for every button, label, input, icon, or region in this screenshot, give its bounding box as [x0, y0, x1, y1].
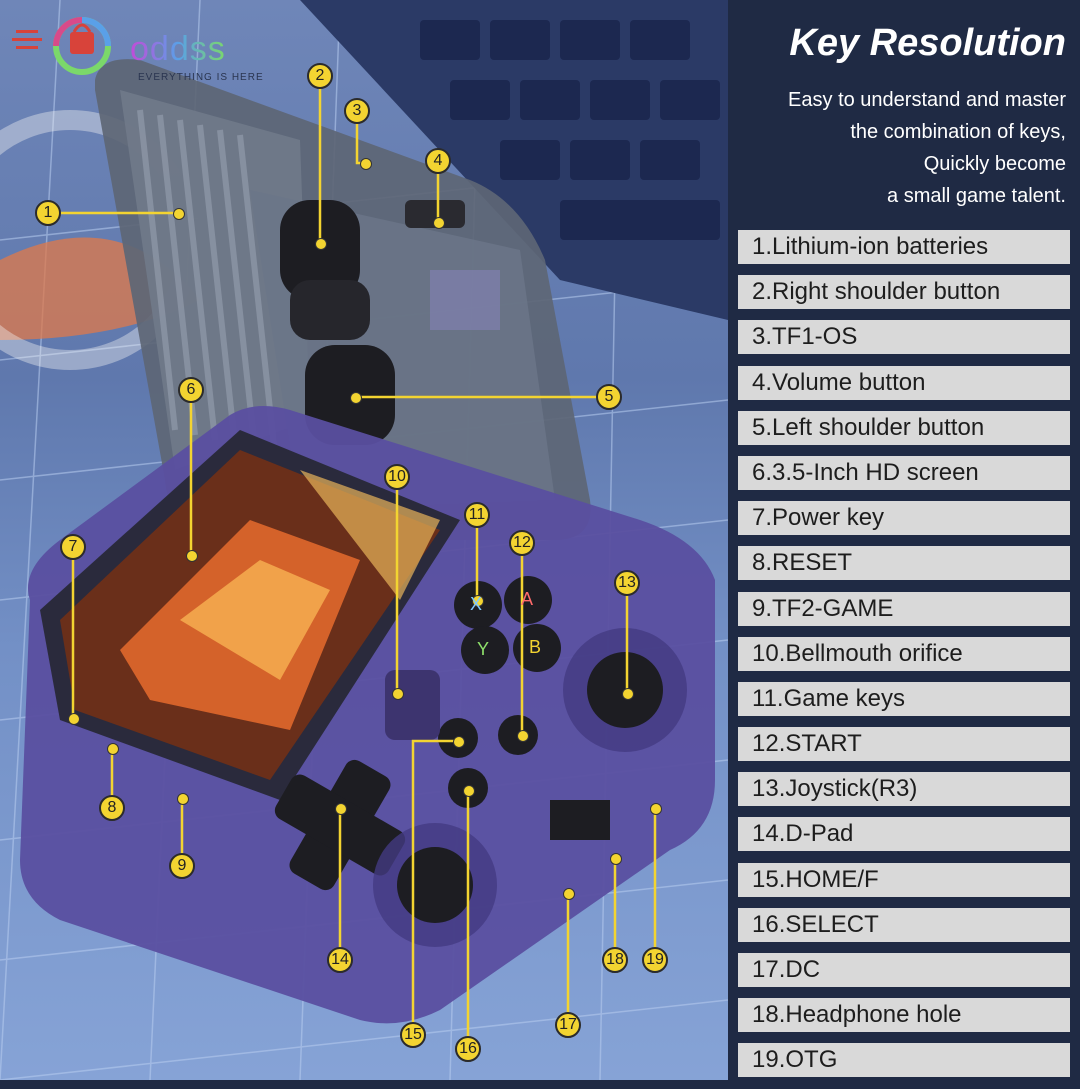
logo-icon	[12, 17, 111, 75]
callout-marker-3: 3	[344, 98, 370, 124]
button-x-label: X	[470, 594, 483, 614]
callout-endpoint	[360, 158, 372, 170]
callout-marker-6: 6	[178, 377, 204, 403]
callout-endpoint	[453, 736, 465, 748]
callout-marker-7: 7	[60, 534, 86, 560]
callout-endpoint	[186, 550, 198, 562]
key-item: 19.OTG	[738, 1043, 1070, 1078]
device-photo: 1 2 3 4 5 6 7 8 9 10 11 12 13 14 15 16 1…	[0, 0, 728, 1080]
callout-endpoint	[335, 803, 347, 815]
description-line: Easy to understand and master	[788, 89, 1066, 111]
callout-endpoint	[107, 743, 119, 755]
callout-endpoint	[68, 713, 80, 725]
callout-marker-1: 1	[35, 200, 61, 226]
callout-marker-11: 11	[464, 502, 490, 528]
callout-endpoint	[392, 688, 404, 700]
key-item: 18.Headphone hole	[738, 998, 1070, 1033]
button-b-label: B	[529, 637, 542, 657]
brand-logo: oddss EVERYTHING IS HERE	[10, 8, 290, 83]
callout-endpoint	[315, 238, 327, 250]
button-a-label: A	[521, 589, 534, 609]
callout-endpoint	[472, 595, 484, 607]
callout-endpoint	[563, 888, 575, 900]
key-item: 2.Right shoulder button	[738, 275, 1070, 310]
panel-description: Easy to understand and master the combin…	[738, 84, 1066, 212]
callout-marker-17: 17	[555, 1012, 581, 1038]
callout-marker-13: 13	[614, 570, 640, 596]
callout-marker-14: 14	[327, 947, 353, 973]
callout-endpoint	[173, 208, 185, 220]
callout-endpoint	[463, 785, 475, 797]
callout-marker-15: 15	[400, 1022, 426, 1048]
key-item: 4.Volume button	[738, 365, 1070, 400]
callout-endpoint	[517, 730, 529, 742]
callout-endpoint	[350, 392, 362, 404]
callout-endpoint	[622, 688, 634, 700]
key-item: 15.HOME/F	[738, 862, 1070, 897]
key-item: 17.DC	[738, 953, 1070, 987]
panel-title: Key Resolution	[789, 22, 1066, 64]
callout-endpoint	[610, 853, 622, 865]
key-item: 7.Power key	[738, 501, 1070, 536]
callout-endpoint	[650, 803, 662, 815]
key-item: 11.Game keys	[738, 681, 1070, 716]
key-item: 12.START	[738, 727, 1070, 762]
key-item: 8.RESET	[738, 546, 1070, 581]
callout-endpoint	[433, 217, 445, 229]
key-item: 10.Bellmouth orifice	[738, 636, 1070, 671]
logo-tagline: EVERYTHING IS HERE	[138, 72, 264, 83]
key-list: 1.Lithium-ion batteries 2.Right shoulder…	[738, 230, 1070, 1089]
callout-marker-19: 19	[642, 947, 668, 973]
callout-marker-16: 16	[455, 1036, 481, 1062]
button-y-label: Y	[477, 639, 490, 659]
callout-marker-2: 2	[307, 63, 333, 89]
callout-marker-9: 9	[169, 853, 195, 879]
description-line: a small game talent.	[887, 185, 1066, 207]
callout-endpoint	[177, 793, 189, 805]
key-item: 13.Joystick(R3)	[738, 772, 1070, 807]
description-line: the combination of keys,	[850, 121, 1066, 143]
key-item: 9.TF2-GAME	[738, 591, 1070, 626]
key-item: 14.D-Pad	[738, 817, 1070, 852]
callout-marker-4: 4	[425, 148, 451, 174]
callout-marker-10: 10	[384, 464, 410, 490]
key-item: 16.SELECT	[738, 907, 1070, 942]
logo-wordmark: oddss	[130, 30, 226, 68]
key-item: 6.3.5-Inch HD screen	[738, 455, 1070, 490]
description-line: Quickly become	[923, 153, 1066, 175]
callout-marker-5: 5	[596, 384, 622, 410]
callout-marker-8: 8	[99, 795, 125, 821]
key-item: 3.TF1-OS	[738, 320, 1070, 355]
key-item: 1.Lithium-ion batteries	[738, 230, 1070, 264]
callout-marker-18: 18	[602, 947, 628, 973]
key-item: 5.Left shoulder button	[738, 410, 1070, 445]
key-resolution-panel: Key Resolution Easy to understand and ma…	[728, 0, 1080, 1080]
callout-marker-12: 12	[509, 530, 535, 556]
